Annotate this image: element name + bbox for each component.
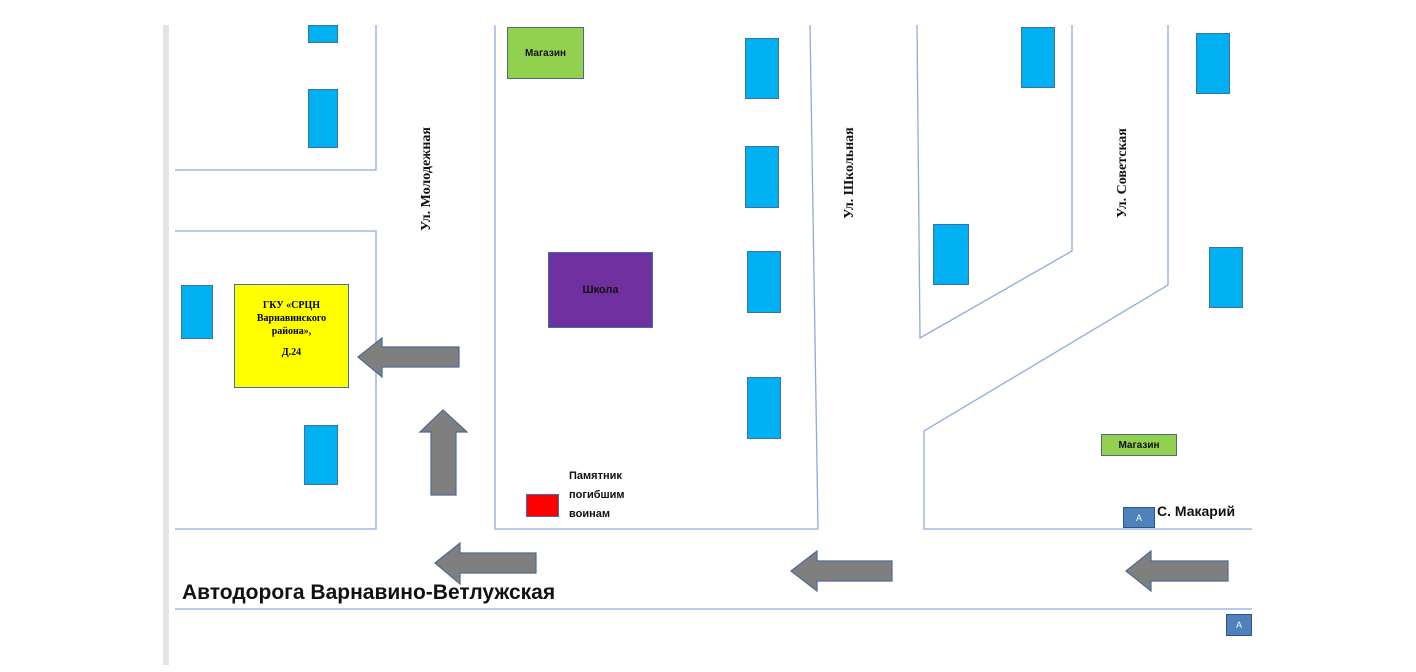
shop-right: Магазин bbox=[1101, 434, 1177, 456]
house-4 bbox=[304, 425, 338, 485]
house-12 bbox=[1209, 247, 1243, 308]
destination-line-4: Д.24 bbox=[281, 347, 302, 358]
monument-line-2: погибшим bbox=[569, 489, 625, 501]
arrow-left-road-1 bbox=[434, 541, 537, 586]
arrow-left-road-3 bbox=[1125, 549, 1229, 593]
shop-top: Магазин bbox=[507, 27, 584, 79]
house-8 bbox=[747, 377, 781, 439]
arrow-left-near-destination bbox=[357, 336, 460, 379]
destination-line-2: Варнавинского bbox=[256, 313, 327, 324]
destination-line-1: ГКУ «СРЦН bbox=[262, 300, 321, 311]
house-5 bbox=[745, 38, 779, 99]
house-9 bbox=[1021, 27, 1055, 88]
bus-stop-icon: А bbox=[1123, 507, 1155, 528]
arrow-left-road-2 bbox=[790, 549, 893, 593]
house-7 bbox=[747, 251, 781, 313]
destination-building: ГКУ «СРЦН Варнавинского района», Д.24 bbox=[234, 284, 349, 388]
school-building: Школа bbox=[548, 252, 653, 328]
house-2 bbox=[308, 89, 338, 148]
monument-marker bbox=[526, 494, 559, 517]
bus-stop-label: С. Макарий bbox=[1157, 503, 1236, 519]
house-11 bbox=[933, 224, 969, 285]
house-1 bbox=[308, 25, 338, 43]
monument-label: Памятник погибшим воинам bbox=[569, 467, 625, 524]
house-3 bbox=[181, 285, 213, 339]
arrow-up bbox=[418, 409, 469, 496]
bus-stop-icon-bottom: А bbox=[1226, 614, 1252, 636]
destination-line-3: района», bbox=[271, 326, 312, 337]
road-title: Автодорога Варнавино-Ветлужская bbox=[182, 581, 556, 604]
monument-line-3: воинам bbox=[569, 508, 610, 520]
house-10 bbox=[1196, 33, 1230, 94]
house-6 bbox=[745, 146, 779, 208]
monument-line-1: Памятник bbox=[569, 470, 622, 482]
